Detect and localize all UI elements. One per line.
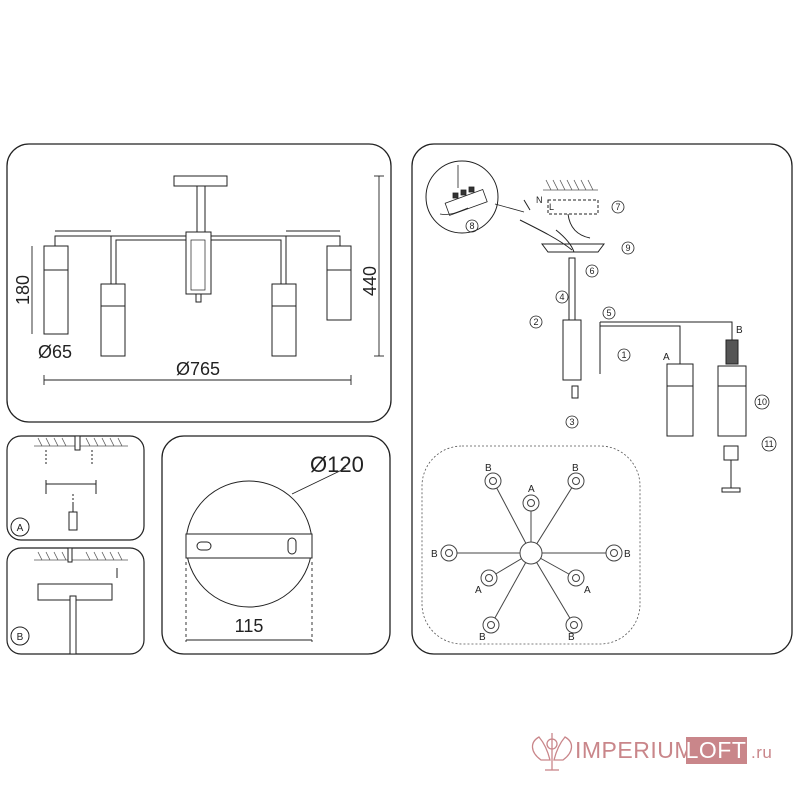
canopy-diameter-dimension: Ø120 [310, 452, 364, 477]
span-dimension: Ø765 [176, 359, 220, 379]
step-3: 3 [569, 417, 574, 427]
top-label-1: B [485, 463, 492, 474]
panel-b: B [6, 547, 145, 655]
step-8: 8 [469, 221, 474, 231]
arm-label-b: B [736, 325, 743, 336]
top-label-4: B [431, 549, 438, 560]
brand-domain: .ru [751, 743, 772, 762]
step-10: 10 [757, 397, 767, 407]
shade-diameter-dimension: Ø65 [38, 342, 72, 362]
brand-box [686, 737, 747, 764]
brand-main: IMPERIUM [575, 737, 694, 763]
step-6: 6 [589, 266, 594, 276]
top-label-9: B [568, 632, 575, 643]
step-5: 5 [606, 308, 611, 318]
shade-height-dimension: 180 [13, 275, 33, 305]
step-2: 2 [533, 317, 538, 327]
top-label-7: A [584, 585, 591, 596]
step-markers [465, 200, 777, 452]
top-view-hub [519, 541, 543, 565]
crest-logo [531, 733, 573, 771]
height-dimension: 440 [360, 266, 380, 296]
panel-front-view: 440 180 Ø65 Ø765 [6, 143, 392, 423]
brand-box-text: LOFT [686, 737, 747, 763]
step-7: 7 [615, 202, 620, 212]
top-label-2: A [528, 484, 535, 495]
panel-b-label: B [17, 632, 24, 643]
step-4: 4 [559, 292, 564, 302]
ceiling-hatch [543, 179, 598, 191]
canopy-width-dimension: 115 [235, 616, 264, 636]
panel-a-label: A [17, 523, 24, 534]
top-label-5: B [624, 549, 631, 560]
top-view-frame [421, 445, 641, 645]
panel-a: A [6, 435, 145, 541]
wire-label-n: N [536, 195, 543, 205]
step-9: 9 [625, 243, 630, 253]
panel-assembly: N L [411, 143, 793, 655]
arm-label-a: A [663, 352, 670, 363]
watermark: IMPERIUM LOFT .ru [531, 733, 772, 771]
top-view-shades [440, 472, 623, 634]
wire-label-l: L [549, 202, 554, 212]
panel-canopy: Ø120 115 [161, 435, 391, 655]
top-label-8: B [479, 632, 486, 643]
step-11: 11 [764, 439, 773, 449]
step-1: 1 [621, 350, 626, 360]
top-label-6: A [475, 585, 482, 596]
top-label-3: B [572, 463, 579, 474]
